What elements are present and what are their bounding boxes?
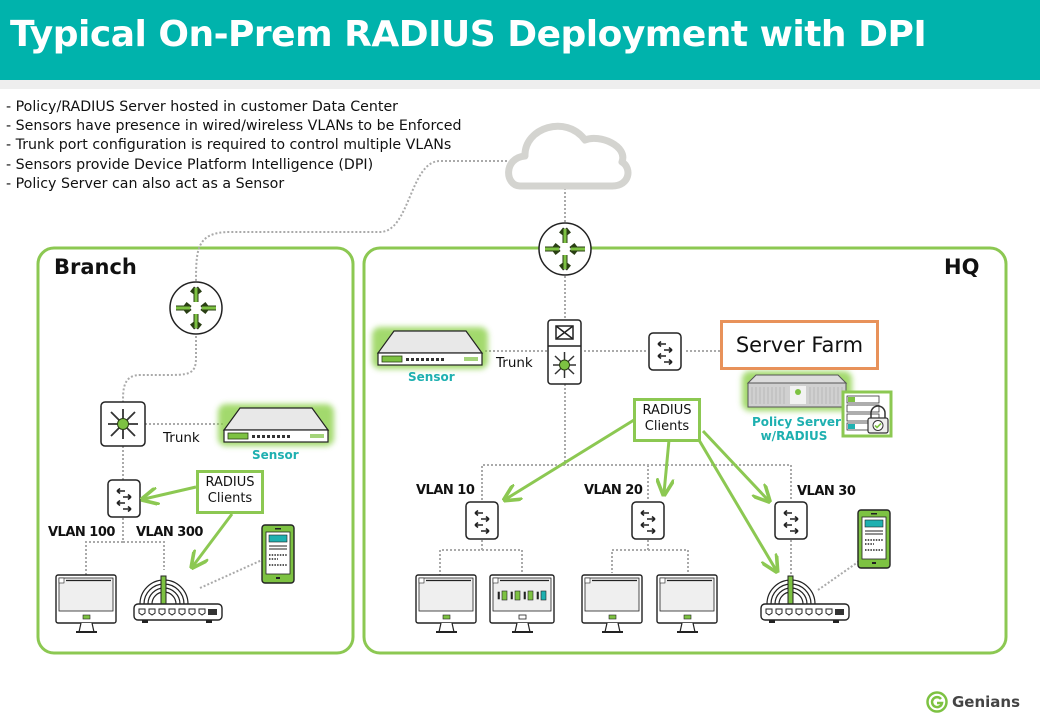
desktop-icon (656, 574, 718, 633)
desktop-icon (415, 574, 477, 633)
vlan-10-label: VLAN 10 (416, 483, 475, 498)
radius-clients-line1: RADIUS (205, 475, 255, 490)
link-vlan10-to-pcs (439, 540, 523, 575)
router-icon (538, 222, 592, 276)
radius-clients-line2: Clients (644, 419, 690, 434)
genians-logo-text: Genians (952, 693, 1021, 711)
link-vlan20-to-pcs (611, 540, 689, 573)
desktop-icon (55, 574, 117, 633)
hq-sensor-label: Sensor (408, 370, 455, 384)
bullet-item: - Sensors have presence in wired/wireles… (6, 118, 462, 135)
link-hq-ap-to-phone (817, 561, 859, 591)
l2-switch-icon (774, 501, 808, 540)
arrow-to-branch-ap (193, 513, 234, 566)
bullet-item: - Sensors provide Device Platform Intell… (6, 156, 374, 173)
page-title: Typical On-Prem RADIUS Deployment with D… (10, 14, 927, 55)
genians-logo-icon (926, 691, 948, 713)
router-icon (169, 281, 223, 335)
bullet-item: - Policy Server can also act as a Sensor (6, 175, 285, 192)
vlan-20-label: VLAN 20 (584, 483, 643, 498)
desktop-icon (581, 574, 643, 633)
server-farm-box: Server Farm (720, 320, 879, 370)
sensor-appliance-icon (372, 327, 488, 369)
bullet-item: - Policy/RADIUS Server hosted in custome… (6, 99, 399, 115)
radius-clients-line2: Clients (207, 491, 253, 506)
arrow-to-vlan20-switch (664, 439, 669, 493)
l2-switch-icon (648, 332, 682, 371)
server-rack-lock-icon (841, 390, 893, 438)
wifi-ap-icon (760, 575, 850, 623)
vlan-300-label: VLAN 300 (136, 525, 203, 540)
hq-title: HQ (944, 255, 980, 279)
link-branch-switch-to-ap (123, 541, 165, 570)
cloud-icon (505, 122, 632, 190)
title-underbar (0, 80, 1040, 89)
smartphone-icon (857, 509, 891, 569)
policy-server-label: Policy Server w/RADIUS (752, 415, 841, 443)
l2-switch-icon (465, 501, 499, 540)
l2-switch-icon (631, 501, 665, 540)
core-switch-icon (547, 319, 582, 385)
hq-radius-clients-box: RADIUS Clients (633, 398, 701, 442)
link-branch-router-to-core (122, 332, 197, 403)
hq-site-border (362, 246, 1008, 655)
bullet-list: - Policy/RADIUS Server hosted in custome… (6, 98, 462, 194)
l2-switch-icon (107, 479, 141, 518)
hq-trunk-label: Trunk (496, 355, 533, 371)
branch-trunk-label: Trunk (163, 430, 200, 446)
branch-sensor-label: Sensor (252, 448, 299, 462)
desktop-dashboard-icon (489, 574, 555, 633)
branch-radius-clients-box: RADIUS Clients (196, 470, 264, 514)
title-bar: Typical On-Prem RADIUS Deployment with D… (0, 0, 1040, 80)
arrow-to-vlan30-switch (701, 429, 768, 500)
policy-server-line2: w/RADIUS (760, 429, 828, 443)
policy-server-icon (742, 371, 852, 411)
bullet-item: - Trunk port configuration is required t… (6, 137, 452, 154)
policy-server-line1: Policy Server (752, 415, 841, 429)
radius-clients-line1: RADIUS (642, 403, 692, 418)
core-switch-icon (100, 401, 146, 447)
link-branch-switch-to-pc (85, 518, 124, 575)
link-hq-vlan-bus (481, 464, 792, 500)
sensor-appliance-icon (218, 404, 334, 446)
arrow-to-branch-switch (144, 485, 197, 499)
arrow-to-hq-ap (697, 439, 776, 570)
vlan-30-label: VLAN 30 (797, 484, 856, 499)
network-links (85, 160, 859, 591)
vlan-100-label: VLAN 100 (48, 525, 115, 540)
branch-site-border (36, 246, 355, 655)
wifi-ap-icon (133, 575, 223, 623)
smartphone-icon (261, 524, 295, 584)
link-cloud-to-branch-router (195, 160, 507, 285)
arrow-to-vlan10-switch (506, 418, 635, 499)
branch-title: Branch (54, 255, 137, 279)
genians-logo: Genians (926, 691, 1020, 713)
link-branch-ap-to-phone (199, 559, 263, 589)
radius-client-arrows (144, 418, 776, 570)
